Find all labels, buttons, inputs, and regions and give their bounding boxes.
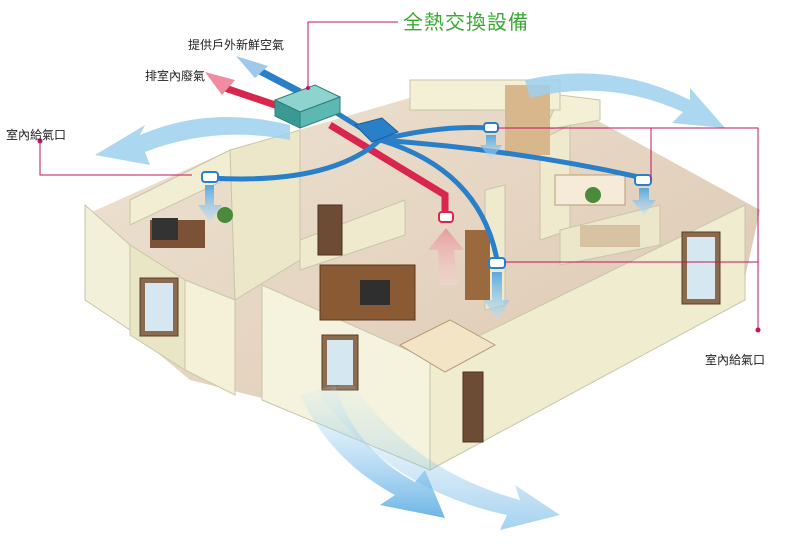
downdraft-top [480,135,502,160]
door-front [462,371,484,443]
floor-plan [84,79,760,471]
supply-branch-left [209,138,382,182]
callout-title [307,21,398,88]
supply-outlet-top [483,122,499,133]
supply-branch-top [379,125,489,143]
exhaust-arrow-out [205,72,235,95]
callout-lines [39,21,759,330]
bed [398,319,497,373]
airflow-arrow-left [95,117,290,165]
label-supply-outlet-left: 室內給氣口 [6,128,67,142]
supply-outlet-right [634,174,652,186]
shelf-unit [465,230,490,300]
callout-right-top [497,127,759,330]
tv-center [360,280,390,305]
duct-system [198,56,656,320]
fresh-arrow-in [236,56,268,78]
curtains [505,85,550,155]
plant-left [217,207,233,223]
label-supply-outlet-right: 室內給氣口 [705,353,766,367]
supply-manifold [354,117,399,143]
supply-branch-front [379,137,500,261]
wall-front-left [184,279,236,396]
callout-left [39,141,192,176]
exhaust-intake [438,211,454,223]
supply-branch-right [379,137,644,181]
supply-outlet-left [201,171,219,183]
exhaust-updraft [428,228,464,285]
airflow-arrow-bottom-wide [320,380,560,530]
tv-left [152,218,178,240]
callout-dot-title [306,86,310,90]
plant-right [585,187,601,203]
airflow-arrow-top-right [525,73,725,128]
airflow-arrow-bottom [300,385,445,518]
label-fresh-air-in: 提供戶外新鮮空氣 [188,38,285,52]
supply-outlet-front [488,257,506,269]
door-hall [317,204,343,256]
sofa [580,225,640,247]
fresh-duct-in [256,66,302,96]
downdraft-right [632,188,656,215]
callout-dot-right [755,327,761,333]
downdraft-left [198,185,222,222]
wall-front-right [429,204,746,471]
callout-dot-left [37,138,43,144]
downdraft-front [484,272,510,320]
diagram-title: 全熱交換設備 [403,10,529,34]
heat-exchanger-unit [273,84,342,129]
label-exhaust-out: 排室內廢氣 [145,69,206,83]
airflow-arrows [95,73,725,530]
callout-dots [37,86,761,333]
